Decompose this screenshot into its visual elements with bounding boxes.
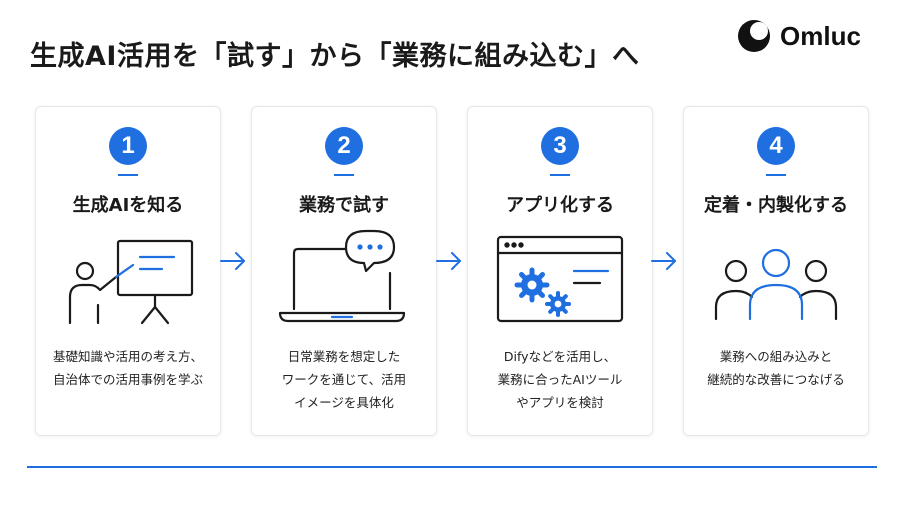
- logo: Omluc: [736, 18, 861, 54]
- presentation-board-icon: [68, 239, 194, 325]
- badge-underline: [334, 174, 354, 176]
- arrow-right-icon: [651, 252, 676, 270]
- bottom-divider: [27, 466, 877, 468]
- app-gears-icon: [496, 235, 624, 323]
- page-title: 生成AI活用を「試す」から「業務に組み込む」へ: [30, 41, 640, 72]
- step-card-2: 2 業務で試す 日常業務を想定した ワークを通じて、活用 イメージを具体化: [251, 106, 437, 436]
- step-card-4: 4 定着・内製化する 業務への組み込みと 継続的な改善につなげる: [683, 106, 869, 436]
- omluc-logo-icon: [738, 20, 770, 52]
- team-people-icon: [714, 248, 838, 321]
- badge-underline: [550, 174, 570, 176]
- badge-underline: [766, 174, 786, 176]
- step-number-badge: 4: [757, 127, 795, 165]
- step-number-badge: 3: [541, 127, 579, 165]
- step-description: Difyなどを活用し、 業務に合ったAIツール やアプリを検討: [497, 349, 623, 410]
- step-title: 定着・内製化する: [704, 195, 848, 216]
- step-description: 業務への組み込みと 継続的な改善につなげる: [707, 349, 845, 387]
- step-title: 生成AIを知る: [72, 195, 184, 216]
- step-title: アプリ化する: [506, 195, 614, 216]
- step-number-badge: 2: [325, 127, 363, 165]
- laptop-chat-icon: [278, 229, 406, 323]
- badge-underline: [118, 174, 138, 176]
- step-description: 基礎知識や活用の考え方、 自治体での活用事例を学ぶ: [52, 349, 203, 387]
- step-title: 業務で試す: [299, 195, 389, 216]
- step-description: 日常業務を想定した ワークを通じて、活用 イメージを具体化: [281, 349, 407, 410]
- arrow-right-icon: [436, 252, 461, 270]
- arrow-right-icon: [220, 252, 245, 270]
- step-card-3: 3 アプリ化する Difyなどを活用し、 業務に合ったAIツール やアプリを検討: [467, 106, 653, 436]
- logo-text: Omluc: [780, 20, 861, 51]
- step-card-1: 1 生成AIを知る 基礎知識や活用の考え方、 自治体での活用事例を学ぶ: [35, 106, 221, 436]
- step-number-badge: 1: [109, 127, 147, 165]
